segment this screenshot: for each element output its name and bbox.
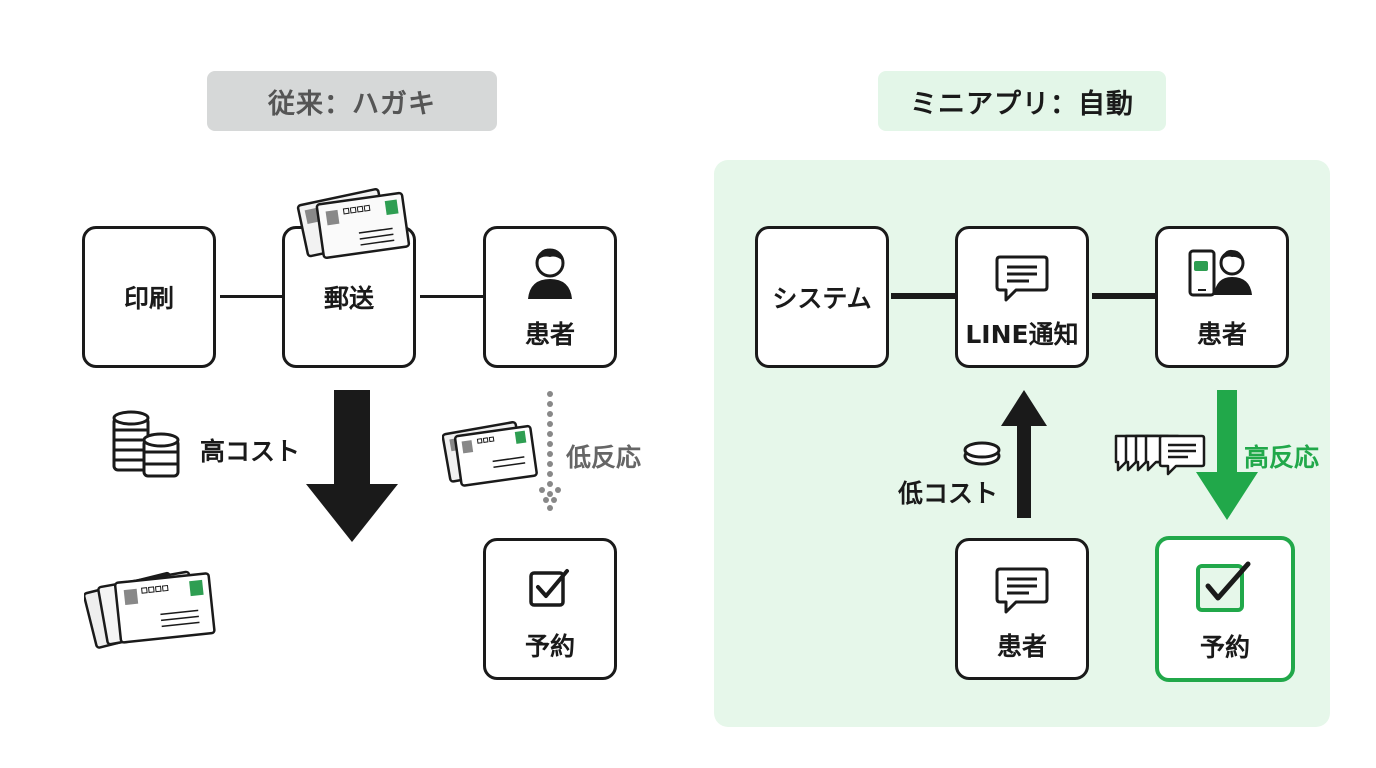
sender-patient-label: 患者 [996,632,1047,661]
postcard-small-icon [442,420,538,487]
booking-box-right: 予約 [1155,536,1295,682]
miniapp-title: ミニアプリ：自動 [910,88,1134,120]
dotted-down-arrow [539,391,561,511]
booking-label-left: 予約 [524,632,575,661]
person-icon [528,248,572,299]
step-patient-box-right: 患者 [1155,226,1289,368]
chat-bubble-icon [995,255,1049,302]
step-system-label: システム [772,284,872,313]
phone-person-icon [1188,249,1252,297]
legacy-title: 従来：ハガキ [268,88,436,120]
step-line-box: LINE通知 [955,226,1089,368]
booking-box-left: 予約 [483,538,617,680]
step-mail-label: 郵送 [323,284,374,313]
sender-patient-box: 患者 [955,538,1089,680]
connector-line-patient [1092,293,1158,299]
step-print-box: 印刷 [82,226,216,368]
coin-stack-icon [112,410,180,478]
connector-print-mail [220,295,284,298]
low-response-label: 低反応 [566,443,642,472]
low-cost-label: 低コスト [898,479,999,508]
postcard-icon [296,187,411,260]
large-down-arrow [306,390,398,542]
legacy-title-badge: 従来：ハガキ [207,71,497,131]
coin-icon [963,441,1001,466]
miniapp-title-badge: ミニアプリ：自動 [878,71,1166,131]
step-line-label: LINE通知 [965,320,1079,349]
connector-mail-patient [420,295,484,298]
up-arrow [1001,390,1047,518]
chat-stack-icon [1114,434,1206,476]
booking-label-right: 予約 [1199,633,1250,662]
chat-bubble-icon [995,567,1049,614]
postcard-pile-icon [84,570,216,649]
green-down-arrow [1196,390,1258,520]
checkbox-icon [529,569,569,607]
connector-system-line [891,293,957,299]
step-patient-label-right: 患者 [1196,320,1247,349]
step-system-box: システム [755,226,889,368]
high-response-label: 高反応 [1244,443,1320,472]
high-cost-label: 高コスト [200,437,301,466]
step-patient-label: 患者 [524,320,575,349]
step-patient-box: 患者 [483,226,617,368]
step-print-label: 印刷 [123,284,174,313]
checkbox-icon [1196,561,1251,612]
